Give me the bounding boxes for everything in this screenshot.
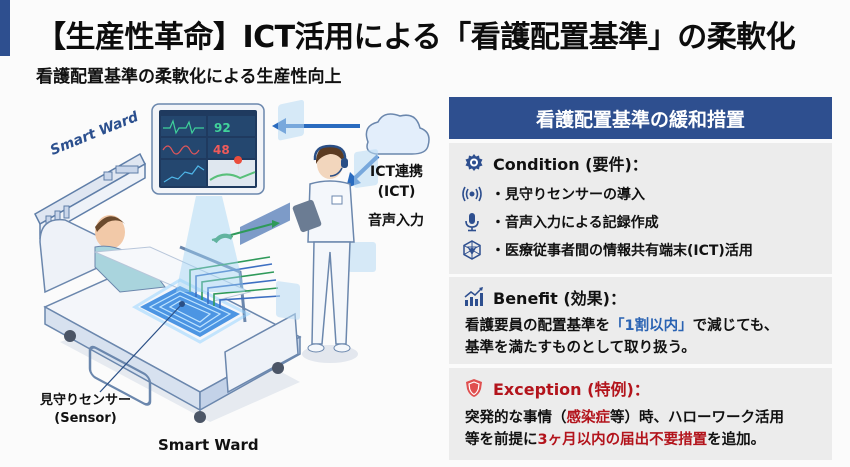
illustration-caption: Smart Ward bbox=[158, 436, 259, 454]
tablet-dashboard-icon: 92 48 bbox=[151, 103, 265, 195]
ict-label-line1: ICT連携 bbox=[370, 164, 424, 180]
cloud-icon bbox=[365, 113, 430, 155]
microphone-icon bbox=[459, 211, 485, 233]
benefit-card: Benefit (効果)： 看護要員の配置基準を「1割以内」で減じても、 基準を… bbox=[449, 277, 832, 364]
svg-text:48: 48 bbox=[213, 143, 230, 157]
exception-card: Exception (特例)： 突発的な事情（感染症等）時、ハローワーク活用 等… bbox=[449, 368, 832, 460]
benefit-highlight: 「1割以内」 bbox=[610, 318, 693, 334]
voice-input-label: 音声入力 bbox=[368, 213, 424, 229]
growth-chart-icon bbox=[461, 286, 487, 308]
sensor-label-line1: 見守りセンサー bbox=[40, 393, 132, 408]
sensor-waves-icon bbox=[459, 183, 485, 205]
condition-card: Condition (要件)： ・見守りセンサーの導入 ・音声入力による記録作成… bbox=[449, 143, 832, 274]
page-subtitle: 看護配置基準の柔軟化による生産性向上 bbox=[36, 67, 342, 87]
shield-icon bbox=[461, 377, 487, 399]
exception-highlight-measure: 3ヶ月以内の届出不要措置 bbox=[537, 432, 708, 448]
sensor-label-line2: (Sensor) bbox=[54, 411, 117, 426]
exception-line-2: 等を前提に3ヶ月以内の届出不要措置を追加。 bbox=[465, 432, 766, 448]
bed-sensor-pad-icon bbox=[131, 278, 252, 344]
smart-ward-illustration: 92 48 bbox=[0, 92, 450, 467]
ict-link-label: ICT連携 (ICT) bbox=[370, 162, 423, 202]
exception-highlight-infection: 感染症 bbox=[566, 410, 611, 426]
condition-item: ・医療従事者間の情報共有端末(ICT)活用 bbox=[491, 243, 753, 259]
nurse-icon bbox=[292, 144, 355, 353]
data-signal-lines bbox=[189, 220, 281, 308]
sensor-pointer-line bbox=[99, 303, 183, 393]
title-accent-bar bbox=[0, 0, 10, 56]
condition-title: Condition (要件)： bbox=[493, 155, 648, 174]
condition-item: ・見守りセンサーの導入 bbox=[491, 187, 645, 203]
page-title: 【生産性革命】ICT活用による「看護配置基準」の柔軟化 bbox=[36, 20, 796, 55]
condition-item: ・音声入力による記録作成 bbox=[491, 215, 659, 231]
exception-line-1: 突発的な事情（感染症等）時、ハローワーク活用 bbox=[465, 410, 784, 426]
holographic-panels bbox=[276, 99, 378, 320]
benefit-line-1: 看護要員の配置基準を「1割以内」で減じても、 bbox=[465, 318, 779, 334]
gear-icon bbox=[461, 152, 487, 174]
panel-heading: 看護配置基準の緩和措置 bbox=[449, 97, 832, 139]
sensor-label: 見守りセンサー (Sensor) bbox=[40, 392, 131, 428]
ict-label-line2: (ICT) bbox=[377, 184, 416, 200]
network-icon bbox=[459, 239, 485, 261]
benefit-title: Benefit (効果)： bbox=[493, 289, 626, 308]
ward-scene-graphic: 92 48 bbox=[34, 99, 430, 423]
benefit-line-2: 基準を満たすものとして取り扱う。 bbox=[465, 340, 696, 356]
svg-text:92: 92 bbox=[214, 121, 231, 135]
exception-title: Exception (特例)： bbox=[493, 380, 650, 399]
